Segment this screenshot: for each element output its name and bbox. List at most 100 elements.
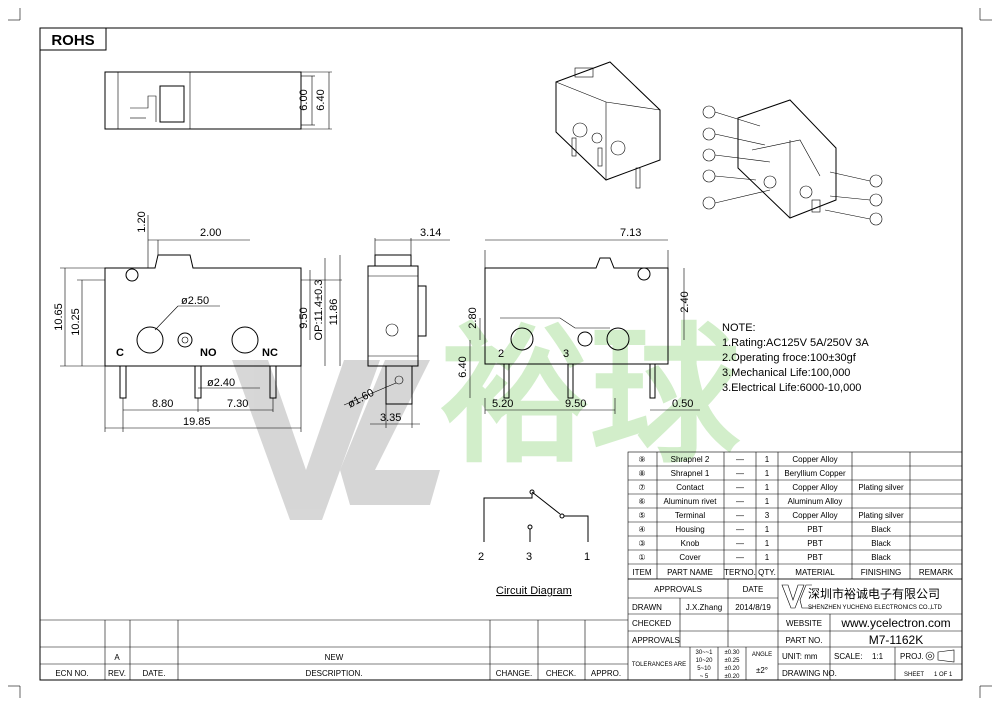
tb-angle: ±2°	[756, 666, 768, 675]
projection-symbol-icon	[925, 649, 955, 663]
note-line-3: 3.Mechanical Life:100,000	[722, 367, 850, 379]
tb-angle-label: ANGLE	[752, 652, 772, 658]
bom-cell-ter: —	[736, 469, 744, 478]
bom-cell-part: Contact	[676, 483, 704, 492]
bom-cell-qty: 1	[765, 483, 770, 492]
bom-cell-item: ⑥	[638, 497, 645, 506]
notes-block: NOTE: 1.Rating:AC125V 5A/250V 3A 2.Opera…	[722, 322, 869, 394]
rev-date-label: DATE.	[143, 669, 166, 678]
bom-cell-item: ①	[638, 553, 645, 562]
bom-cell-mat: Copper Alloy	[792, 455, 837, 464]
bom-header-mat: MATERIAL	[795, 568, 835, 577]
bom-table	[627, 451, 963, 580]
bom-cell-item: ③	[638, 539, 645, 548]
tb-tol-range-1: 30~~1	[695, 650, 713, 656]
circuit-pin-3: 3	[526, 551, 532, 563]
registration-marks	[8, 8, 992, 698]
dim-19-85: 19.85	[183, 416, 211, 428]
dim-op-11-4: OP:11.4±0.3	[313, 280, 325, 341]
bom-cell-part: Shrapnel 1	[671, 469, 710, 478]
tb-tol-range-4: ~ 5	[700, 674, 709, 680]
tb-approvals-2: APPROVALS	[632, 636, 680, 645]
rev-rev-label: REV.	[108, 669, 126, 678]
dim-5-20: 5.20	[492, 398, 513, 410]
dim-7-13: 7.13	[620, 227, 641, 239]
tb-drawing-no: DRAWING NO.	[782, 669, 837, 678]
bom-cell-fin: Plating silver	[858, 511, 904, 520]
bom-cell-qty: 1	[765, 497, 770, 506]
bom-cell-mat: PBT	[807, 553, 823, 562]
bom-cell-mat: PBT	[807, 525, 823, 534]
bom-cell-qty: 1	[765, 455, 770, 464]
revision-block: A NEW ECN NO. REV. DATE. DESCRIPTION. CH…	[55, 653, 621, 678]
tb-tol-range-2: 10~20	[696, 658, 714, 664]
bom-cell-item: ⑨	[638, 455, 645, 464]
tb-approvals: APPROVALS	[654, 585, 702, 594]
rev-value: A	[114, 653, 120, 662]
bom-cell-ter: —	[736, 553, 744, 562]
rohs-badge: ROHS	[51, 32, 94, 49]
bom-cell-part: Shrapnel 2	[671, 455, 710, 464]
dim-2-40-b: 2.40	[679, 291, 691, 312]
tb-proj: PROJ.	[900, 652, 924, 661]
note-line-1: 1.Rating:AC125V 5A/250V 3A	[722, 337, 869, 349]
tb-tol-value-3: ±0.20	[725, 666, 741, 672]
internal-terminal-2: 2	[498, 348, 504, 360]
bom-cell-fin: Black	[871, 553, 892, 562]
rev-change-label: CHANGE.	[496, 669, 532, 678]
watermark-logo: 裕球	[232, 312, 741, 520]
tb-drawn-by: J.X.Zhang	[686, 603, 722, 612]
bom-cell-fin: Black	[871, 525, 892, 534]
rohs-badge-box	[39, 27, 107, 51]
bom-header-qty: QTY.	[758, 568, 776, 577]
dim-1-20: 1.20	[136, 211, 148, 232]
circuit-pin-1: 1	[584, 551, 590, 563]
bom-cell-ter: —	[736, 511, 744, 520]
revision-grid	[40, 619, 628, 680]
bom-cell-item: ⑤	[638, 511, 645, 520]
tb-drawn: DRAWN	[632, 603, 662, 612]
bom-cell-mat: Aluminum Alloy	[788, 497, 843, 506]
rev-check-label: CHECK.	[546, 669, 576, 678]
dim-2-40-a: ø2.40	[207, 377, 235, 389]
dim-2-00: 2.00	[200, 227, 221, 239]
title-block: APPROVALS DATE DRAWN J.X.Zhang 2014/8/19…	[632, 584, 955, 680]
internal-view: 2 3 7.13 2.80 2.40 6.40 5.20 9.50 0.50	[457, 227, 700, 414]
bom-cell-ter: —	[736, 483, 744, 492]
dim-0-50: 0.50	[672, 398, 693, 410]
circuit-pin-2: 2	[478, 551, 484, 563]
tb-tol-range-3: 5~10	[697, 666, 711, 672]
dim-10-65: 10.65	[53, 303, 65, 331]
dim-3-35: 3.35	[380, 412, 401, 424]
terminal-no-label: NO	[200, 347, 217, 359]
tb-sheet-of: 1 OF 1	[934, 672, 953, 678]
bom-header-fin: FINISHING	[861, 568, 901, 577]
callout-markers	[702, 105, 883, 226]
bom-cell-ter: —	[736, 539, 744, 548]
bom-header-rem: REMARK	[919, 568, 954, 577]
top-view: 6.00 6.40	[104, 71, 332, 130]
bom-cell-part: Terminal	[675, 511, 705, 520]
note-line-2: 2.Operating froce:100±30gf	[722, 352, 857, 364]
dim-10-25: 10.25	[70, 308, 82, 336]
rev-appro-label: APPRO.	[591, 669, 621, 678]
bom-cell-ter: —	[736, 497, 744, 506]
bom-cell-part: Housing	[675, 525, 704, 534]
tb-date: DATE	[743, 585, 764, 594]
bom-cell-item: ⑧	[638, 469, 645, 478]
bom-cell-qty: 1	[765, 525, 770, 534]
rev-new: NEW	[325, 653, 344, 662]
tb-drawn-date: 2014/8/19	[735, 603, 771, 612]
front-view: C NO NC 10.65 10.25 1.20 2.00 ø2.50 9.50…	[53, 211, 342, 432]
dim-2-80: 2.80	[467, 307, 479, 328]
circuit-diagram: 2 3 1 Circuit Diagram	[478, 489, 590, 597]
tb-scale-label: SCALE:	[834, 652, 862, 661]
dim-8-80: 8.80	[152, 398, 173, 410]
internal-terminal-3: 3	[563, 348, 569, 360]
bom-cell-item: ④	[638, 525, 645, 534]
bom-cell-part: Cover	[679, 553, 701, 562]
dim-hole-2-50: ø2.50	[181, 295, 209, 307]
circuit-title: Circuit Diagram	[496, 585, 572, 597]
